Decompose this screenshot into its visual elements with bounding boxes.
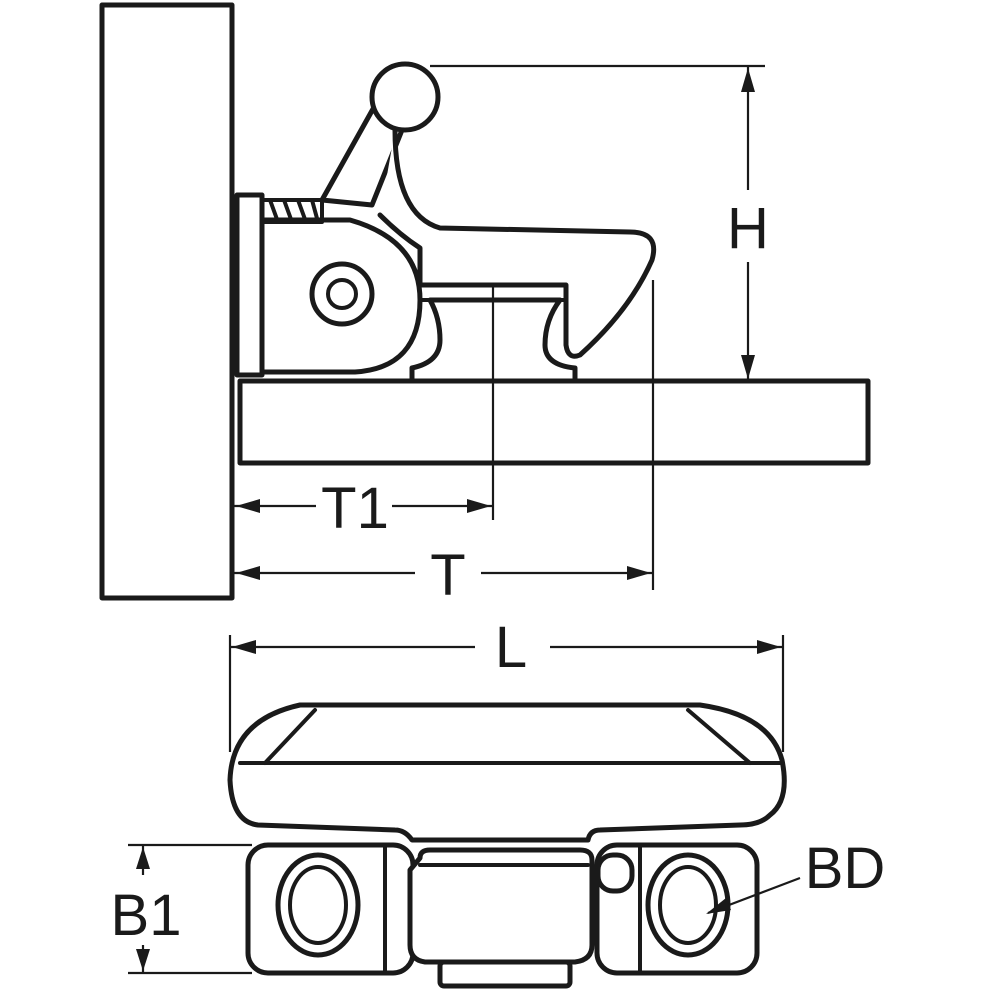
top-dimensions: L B1 BD (105, 610, 886, 975)
lever-knob (369, 61, 441, 133)
dim-label-t1: T1 (321, 476, 389, 541)
side-view (99, 2, 871, 601)
dim-label-h: H (727, 196, 769, 261)
latch-jaw (377, 127, 657, 359)
side-dimensions: H T1 T (234, 64, 781, 608)
top-plate (227, 702, 787, 843)
right-pin (595, 852, 635, 894)
spring-block (234, 192, 265, 378)
base-bar (237, 378, 871, 466)
dim-label-t: T (430, 543, 465, 608)
left-bolt-hole-inner (288, 865, 348, 945)
center-foot (437, 959, 573, 989)
pivot-outer (309, 261, 375, 327)
dim-label-b1: B1 (111, 883, 182, 948)
right-bolt-hole-inner (658, 865, 718, 945)
pivot-inner (326, 278, 358, 310)
spring (260, 198, 324, 224)
dim-label-bd: BD (805, 836, 886, 901)
top-view (227, 702, 787, 989)
center-latch (407, 847, 595, 965)
mounting-plate (99, 2, 235, 601)
dim-label-l: L (495, 615, 527, 680)
